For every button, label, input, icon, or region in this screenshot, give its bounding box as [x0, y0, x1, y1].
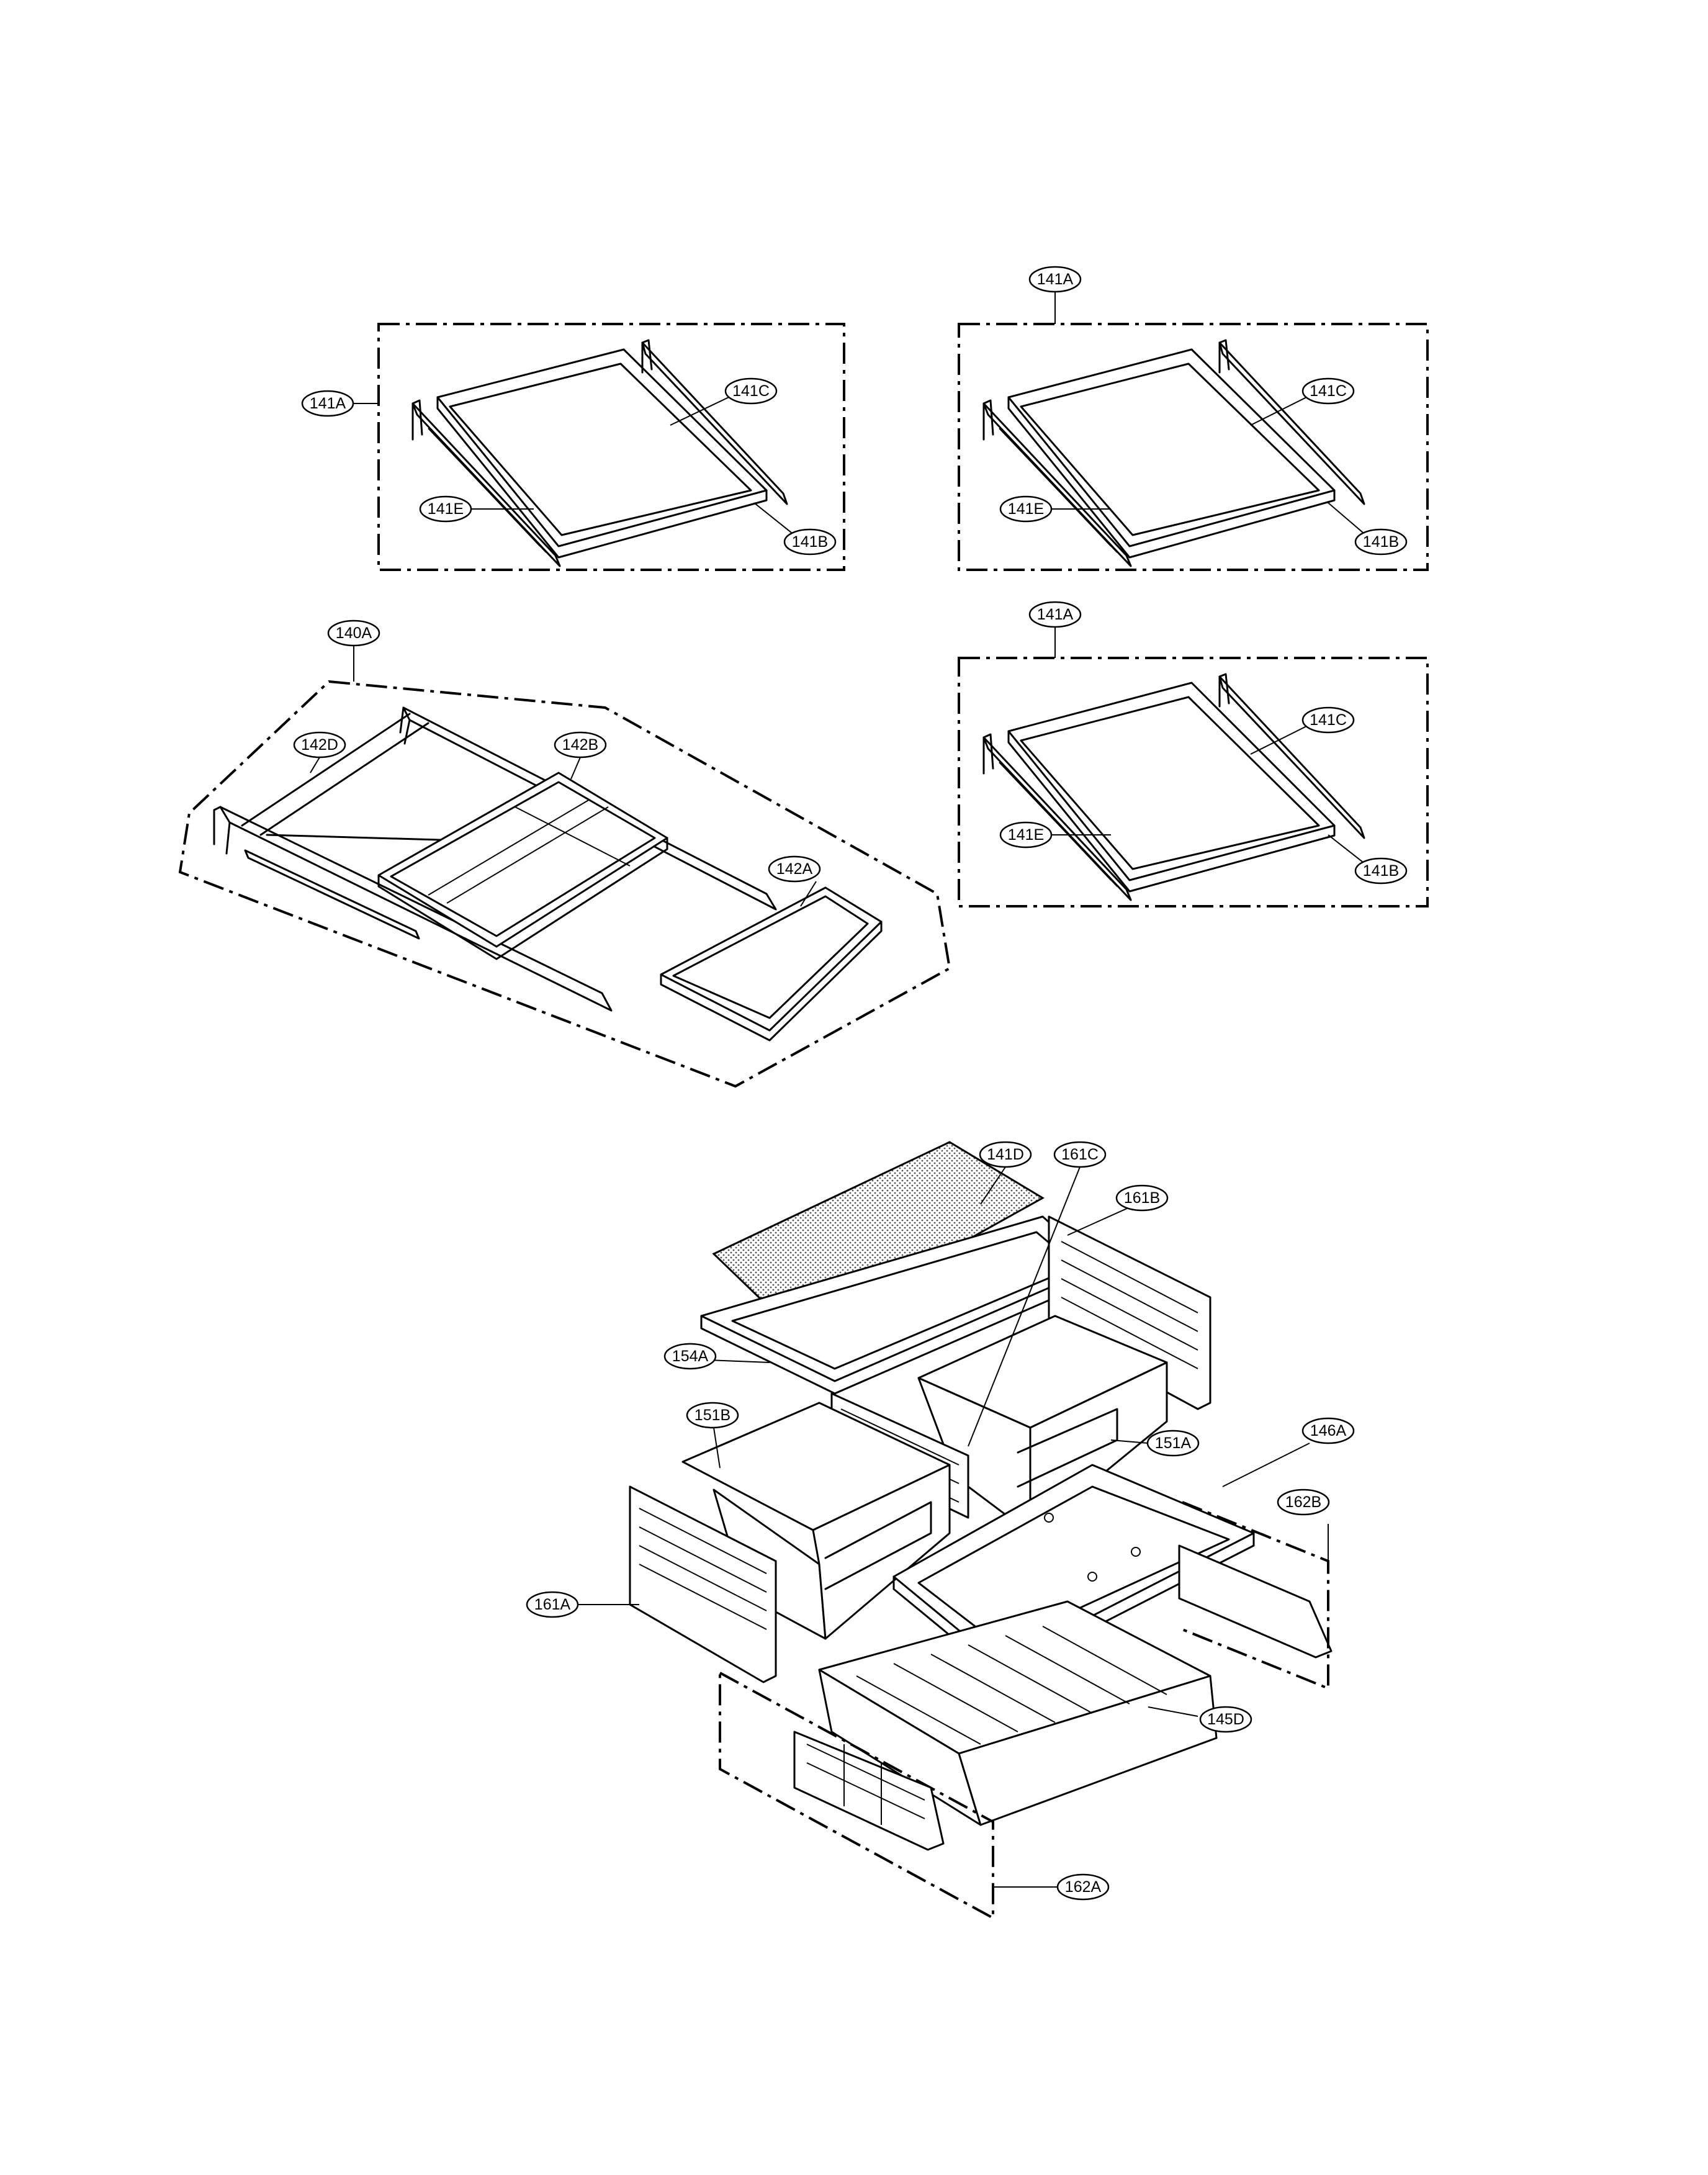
callout-141C: 141C [1301, 706, 1355, 734]
svg-text:141E: 141E [1008, 500, 1044, 518]
callout-151B: 151B [686, 1402, 739, 1429]
svg-text:161C: 161C [1061, 1146, 1099, 1163]
callout-141B: 141B [1354, 528, 1408, 556]
svg-text:141C: 141C [1310, 711, 1347, 729]
callout-161B: 161B [1115, 1184, 1169, 1212]
svg-text:141A: 141A [310, 395, 346, 412]
svg-text:142A: 142A [776, 860, 813, 878]
shelf-assembly-top-left [377, 323, 845, 571]
callout-162B: 162B [1277, 1488, 1330, 1516]
svg-text:145D: 145D [1207, 1711, 1244, 1728]
callout-141B: 141B [1354, 857, 1408, 885]
callout-145D: 145D [1199, 1706, 1252, 1733]
svg-text:151B: 151B [694, 1407, 730, 1424]
svg-text:140A: 140A [336, 624, 372, 642]
callout-151A: 151A [1146, 1430, 1200, 1457]
callout-154A: 154A [663, 1343, 717, 1370]
svg-text:141B: 141B [1363, 862, 1399, 880]
svg-text:161A: 161A [534, 1596, 571, 1613]
callout-141A: 141A [1028, 601, 1082, 628]
svg-text:151A: 151A [1155, 1434, 1192, 1452]
callout-141C: 141C [1301, 377, 1355, 405]
callout-141C: 141C [724, 377, 778, 405]
svg-text:141E: 141E [428, 500, 464, 518]
callout-141A: 141A [1028, 266, 1082, 293]
shelf-assembly-top-right [958, 323, 1429, 571]
svg-text:141D: 141D [987, 1146, 1024, 1163]
callout-140A: 140A [327, 619, 380, 647]
callout-141D: 141D [979, 1141, 1032, 1168]
svg-text:162A: 162A [1065, 1878, 1102, 1896]
folding-shelf-assembly [178, 680, 951, 1088]
callout-141B: 141B [783, 528, 837, 556]
callout-146A: 146A [1301, 1417, 1355, 1444]
svg-text:141A: 141A [1037, 606, 1074, 623]
svg-text:141B: 141B [1363, 533, 1399, 551]
svg-text:142B: 142B [562, 736, 598, 754]
shelf-assembly-middle-right [958, 657, 1429, 907]
callout-161C: 161C [1053, 1141, 1107, 1168]
svg-text:141C: 141C [1310, 382, 1347, 400]
callout-161A: 161A [526, 1591, 579, 1618]
callout-141E: 141E [999, 495, 1053, 523]
svg-text:146A: 146A [1310, 1422, 1347, 1439]
svg-text:141B: 141B [792, 533, 828, 551]
svg-text:142D: 142D [301, 736, 338, 754]
svg-text:141C: 141C [732, 382, 770, 400]
svg-text:161B: 161B [1124, 1189, 1160, 1207]
svg-text:141E: 141E [1008, 826, 1044, 844]
callout-141E: 141E [419, 495, 472, 523]
callout-142D: 142D [293, 731, 346, 759]
crisper-assembly [629, 1141, 1333, 1921]
callout-142A: 142A [768, 855, 821, 883]
callout-141E: 141E [999, 821, 1053, 849]
svg-text:141A: 141A [1037, 271, 1074, 288]
callout-162A: 162A [1056, 1873, 1110, 1901]
svg-text:154A: 154A [672, 1348, 709, 1365]
callout-141A: 141A [301, 390, 354, 417]
svg-text:162B: 162B [1285, 1493, 1321, 1511]
callout-142B: 142B [554, 731, 607, 759]
